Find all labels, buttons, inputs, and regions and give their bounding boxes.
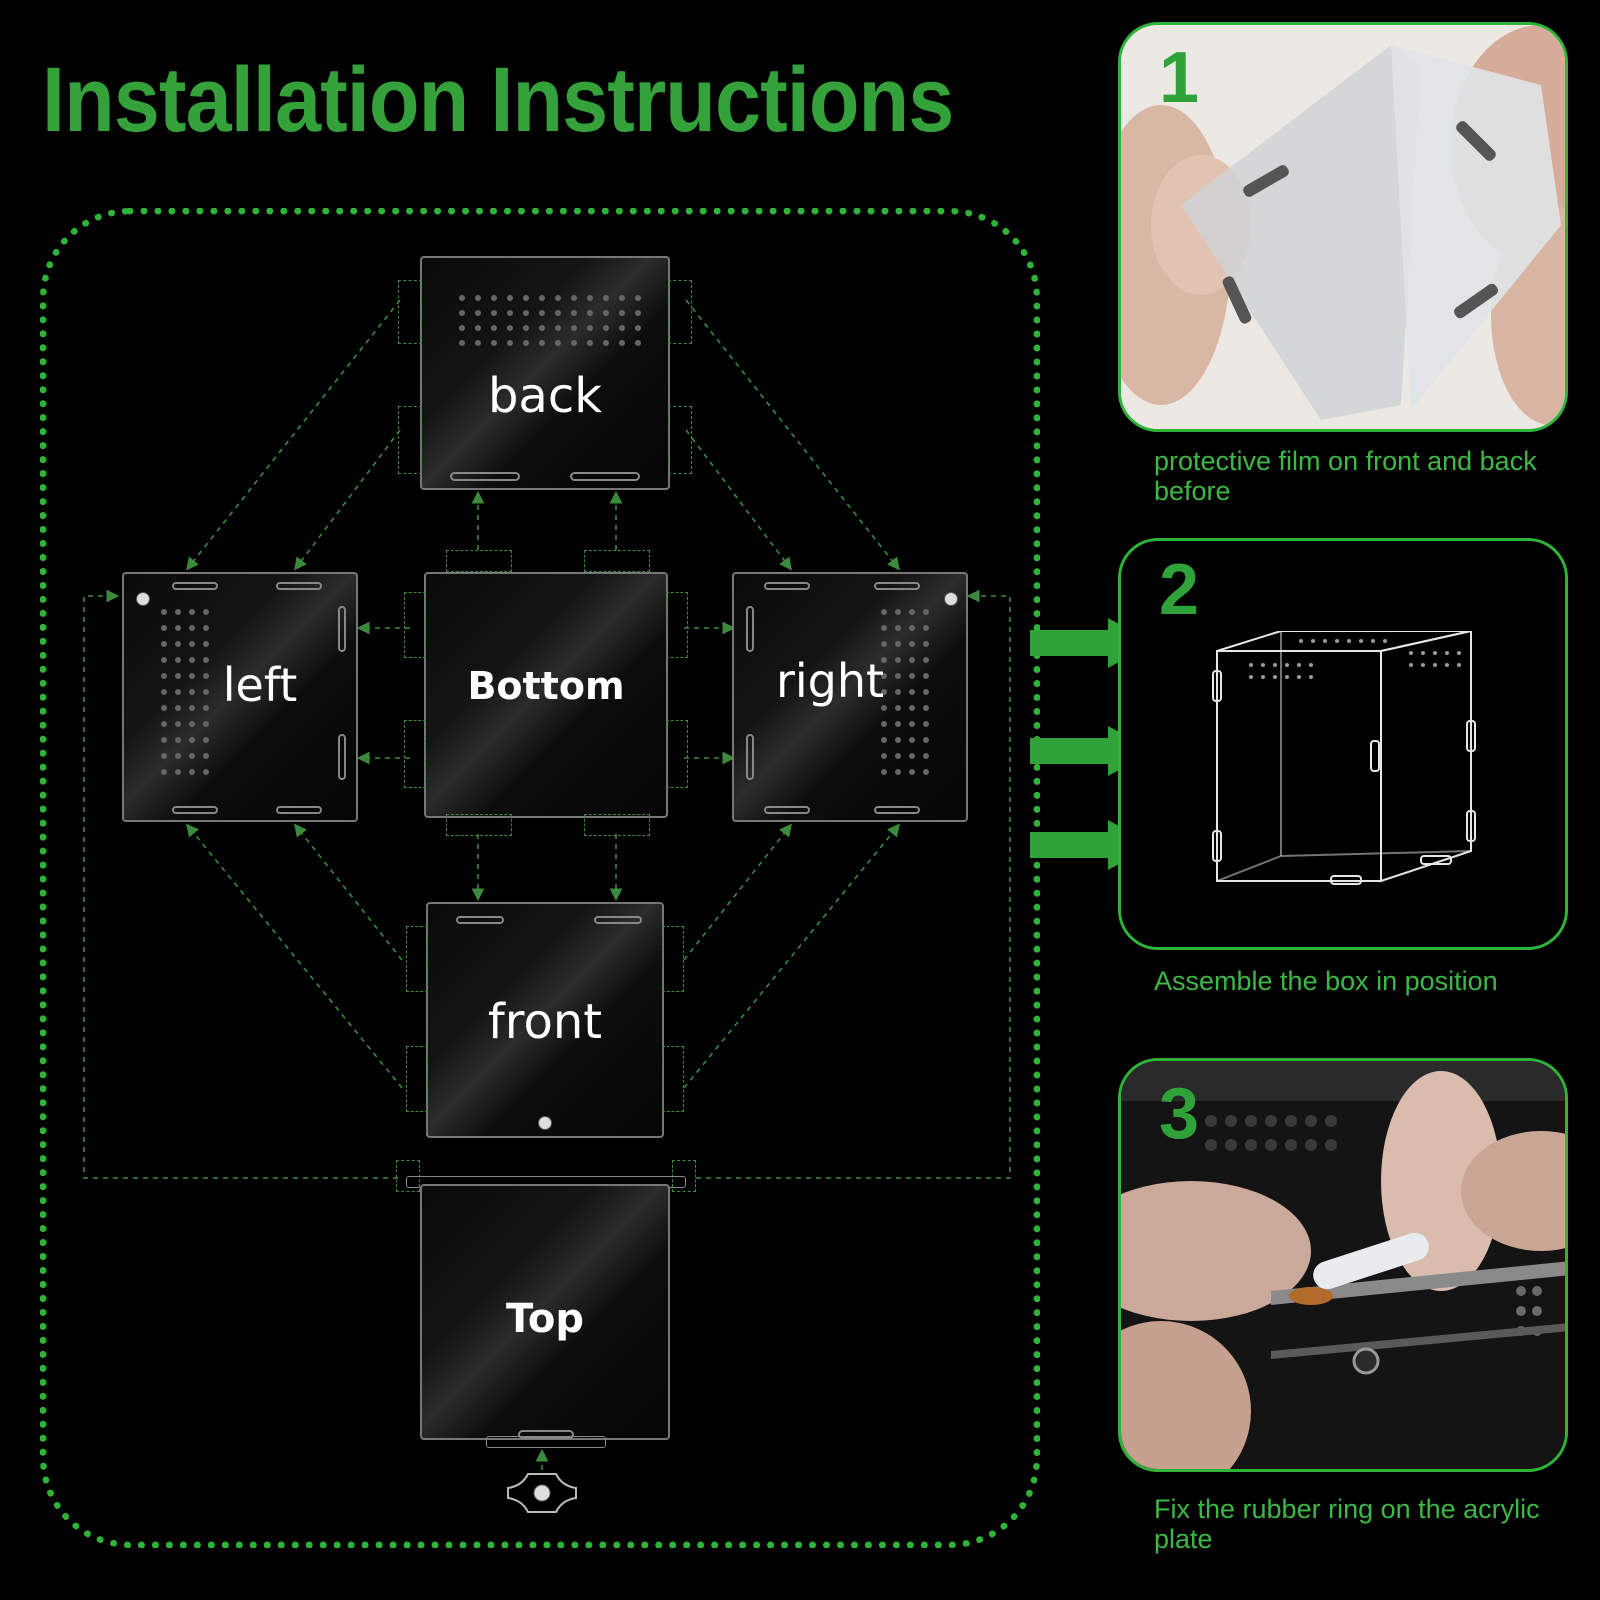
right-slot-bottom-b	[874, 806, 920, 814]
back-panel-label: back	[487, 368, 603, 424]
guide-top-left-loop	[83, 589, 398, 1179]
step-2-assembled-box	[1212, 631, 1476, 885]
right-slot-bottom-a	[764, 806, 810, 814]
step-3-photo-rubber-ring	[1121, 1061, 1565, 1469]
top-panel-label: Top	[505, 1296, 585, 1342]
left-slot-top-b	[276, 582, 322, 590]
left-panel: left	[122, 572, 358, 822]
guide-back-left-outer	[186, 299, 401, 571]
back-clip-frame	[668, 280, 692, 344]
guide-front-left-outer	[185, 823, 403, 1089]
guide-back-right-outer	[685, 299, 900, 571]
right-slot-top-a	[764, 582, 810, 590]
guide-top-right-loop	[696, 589, 1011, 1179]
bottom-clip-frame	[666, 720, 688, 788]
left-panel-vent-holes	[161, 609, 209, 775]
step-3-card: 3	[1118, 1058, 1568, 1472]
step-3-number: 3	[1159, 1074, 1200, 1154]
front-slot-top-a	[456, 916, 504, 924]
front-clip-frame	[662, 926, 684, 992]
left-slot-side-a	[338, 606, 346, 652]
guide-front-right-outer	[683, 823, 901, 1089]
step-1-card: 1	[1118, 22, 1568, 432]
right-panel-vent-holes	[881, 609, 929, 775]
bottom-clip-frame	[584, 550, 650, 572]
step-1-number: 1	[1159, 38, 1200, 118]
front-panel-pin-hole	[538, 1116, 552, 1130]
right-slot-top-b	[874, 582, 920, 590]
step-2-number: 2	[1159, 550, 1200, 630]
right-panel-label: right	[775, 654, 885, 708]
guide-front-left-inner	[294, 823, 403, 961]
bottom-clip-frame	[584, 814, 650, 836]
bottom-panel: Bottom	[424, 572, 668, 818]
back-clip-frame	[668, 406, 692, 474]
front-clip-frame	[406, 1046, 428, 1112]
back-panel-vent-holes	[459, 295, 641, 346]
right-slot-side-a	[746, 606, 754, 652]
step-2-caption: Assemble the box in position	[1154, 966, 1498, 996]
left-panel-label: left	[222, 658, 298, 712]
guide-back-right-inner	[685, 429, 792, 571]
back-slot-left	[450, 472, 520, 481]
bottom-clip-frame	[666, 592, 688, 658]
step-3-caption: Fix the rubber ring on the acrylic plate	[1154, 1494, 1540, 1554]
front-slot-top-b	[594, 916, 642, 924]
bottom-clip-frame	[446, 550, 512, 572]
step-1-photo-film-peel	[1121, 25, 1565, 429]
bottom-clip-frame	[404, 720, 426, 788]
back-clip-frame	[398, 280, 422, 344]
left-slot-bottom-a	[172, 806, 218, 814]
front-panel-label: front	[487, 994, 603, 1050]
lock-pin-icon	[507, 1473, 577, 1513]
top-panel: Top	[420, 1184, 670, 1440]
front-clip-frame	[662, 1046, 684, 1112]
top-slot	[518, 1430, 574, 1439]
right-panel-pin-hole	[944, 592, 958, 606]
left-panel-pin-hole	[136, 592, 150, 606]
back-clip-frame	[398, 406, 422, 474]
front-clip-frame	[406, 926, 428, 992]
right-panel: right	[732, 572, 968, 822]
bottom-clip-frame	[404, 592, 426, 658]
step-2-card: 2	[1118, 538, 1568, 950]
left-slot-top-a	[172, 582, 218, 590]
back-slot-right	[570, 472, 640, 481]
page-title: Installation Instructions	[42, 49, 954, 151]
right-slot-side-b	[746, 734, 754, 780]
guide-back-left-inner	[294, 429, 401, 571]
back-panel: back	[420, 256, 670, 490]
left-slot-side-b	[338, 734, 346, 780]
top-lock-tab	[486, 1436, 606, 1448]
diagram-frame	[40, 208, 1040, 1548]
step-1-caption: protective film on front and back before	[1154, 446, 1537, 506]
left-slot-bottom-b	[276, 806, 322, 814]
bottom-clip-frame	[446, 814, 512, 836]
guide-front-right-inner	[683, 823, 792, 961]
bottom-panel-label: Bottom	[467, 664, 625, 708]
front-panel: front	[426, 902, 664, 1138]
